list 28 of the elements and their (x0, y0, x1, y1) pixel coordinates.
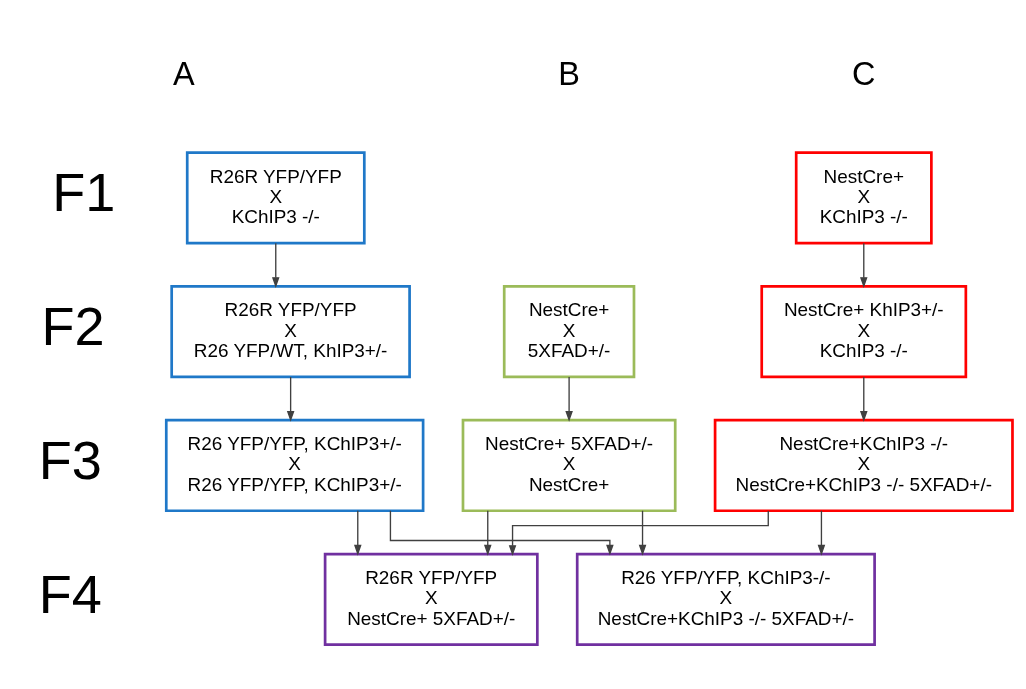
arrow (354, 510, 362, 556)
label: F4 (38, 563, 102, 624)
label: A (173, 56, 195, 93)
arrow (286, 376, 295, 422)
arrow (817, 510, 826, 556)
label: F1 (52, 162, 116, 223)
node-box: R26R YFP/YFP X KChIP3 -/- (185, 151, 366, 245)
node-box: R26R YFP/YFP X NestCre+ 5XFAD+/- (323, 552, 539, 646)
label: B (558, 56, 580, 93)
label: F3 (38, 430, 102, 490)
node-box: R26 YFP/YFP, KChIP3-/- X NestCre+KChIP3 -/- 5XFAD+/- (575, 552, 876, 646)
arrow (389, 510, 614, 556)
label: C (852, 56, 876, 93)
node-box: NestCre+ KhIP3+/- X KChIP3 -/- (760, 285, 968, 379)
node-box: NestCre+ 5XFAD+/- X NestCre+ (461, 418, 677, 513)
arrow (271, 242, 280, 288)
arrow (565, 376, 573, 422)
label: F2 (41, 296, 105, 357)
node-box: NestCre+ X KChIP3 -/- (794, 151, 933, 245)
node-box: R26 YFP/YFP, KChIP3+/- X R26 YFP/YFP, KChIP3+/- (164, 418, 425, 513)
arrow (860, 242, 868, 288)
arrow (638, 510, 647, 556)
node-box: R26R YFP/YFP X R26 YFP/WT, KhIP3+/- (170, 285, 411, 379)
arrow (483, 510, 492, 556)
arrow (508, 510, 769, 556)
arrow (860, 376, 868, 422)
node-box: NestCre+KChIP3 -/- X NestCre+KChIP3 -/- 5XFAD+/- (713, 418, 1014, 513)
node-box: NestCre+ X 5XFAD+/- (502, 285, 636, 379)
